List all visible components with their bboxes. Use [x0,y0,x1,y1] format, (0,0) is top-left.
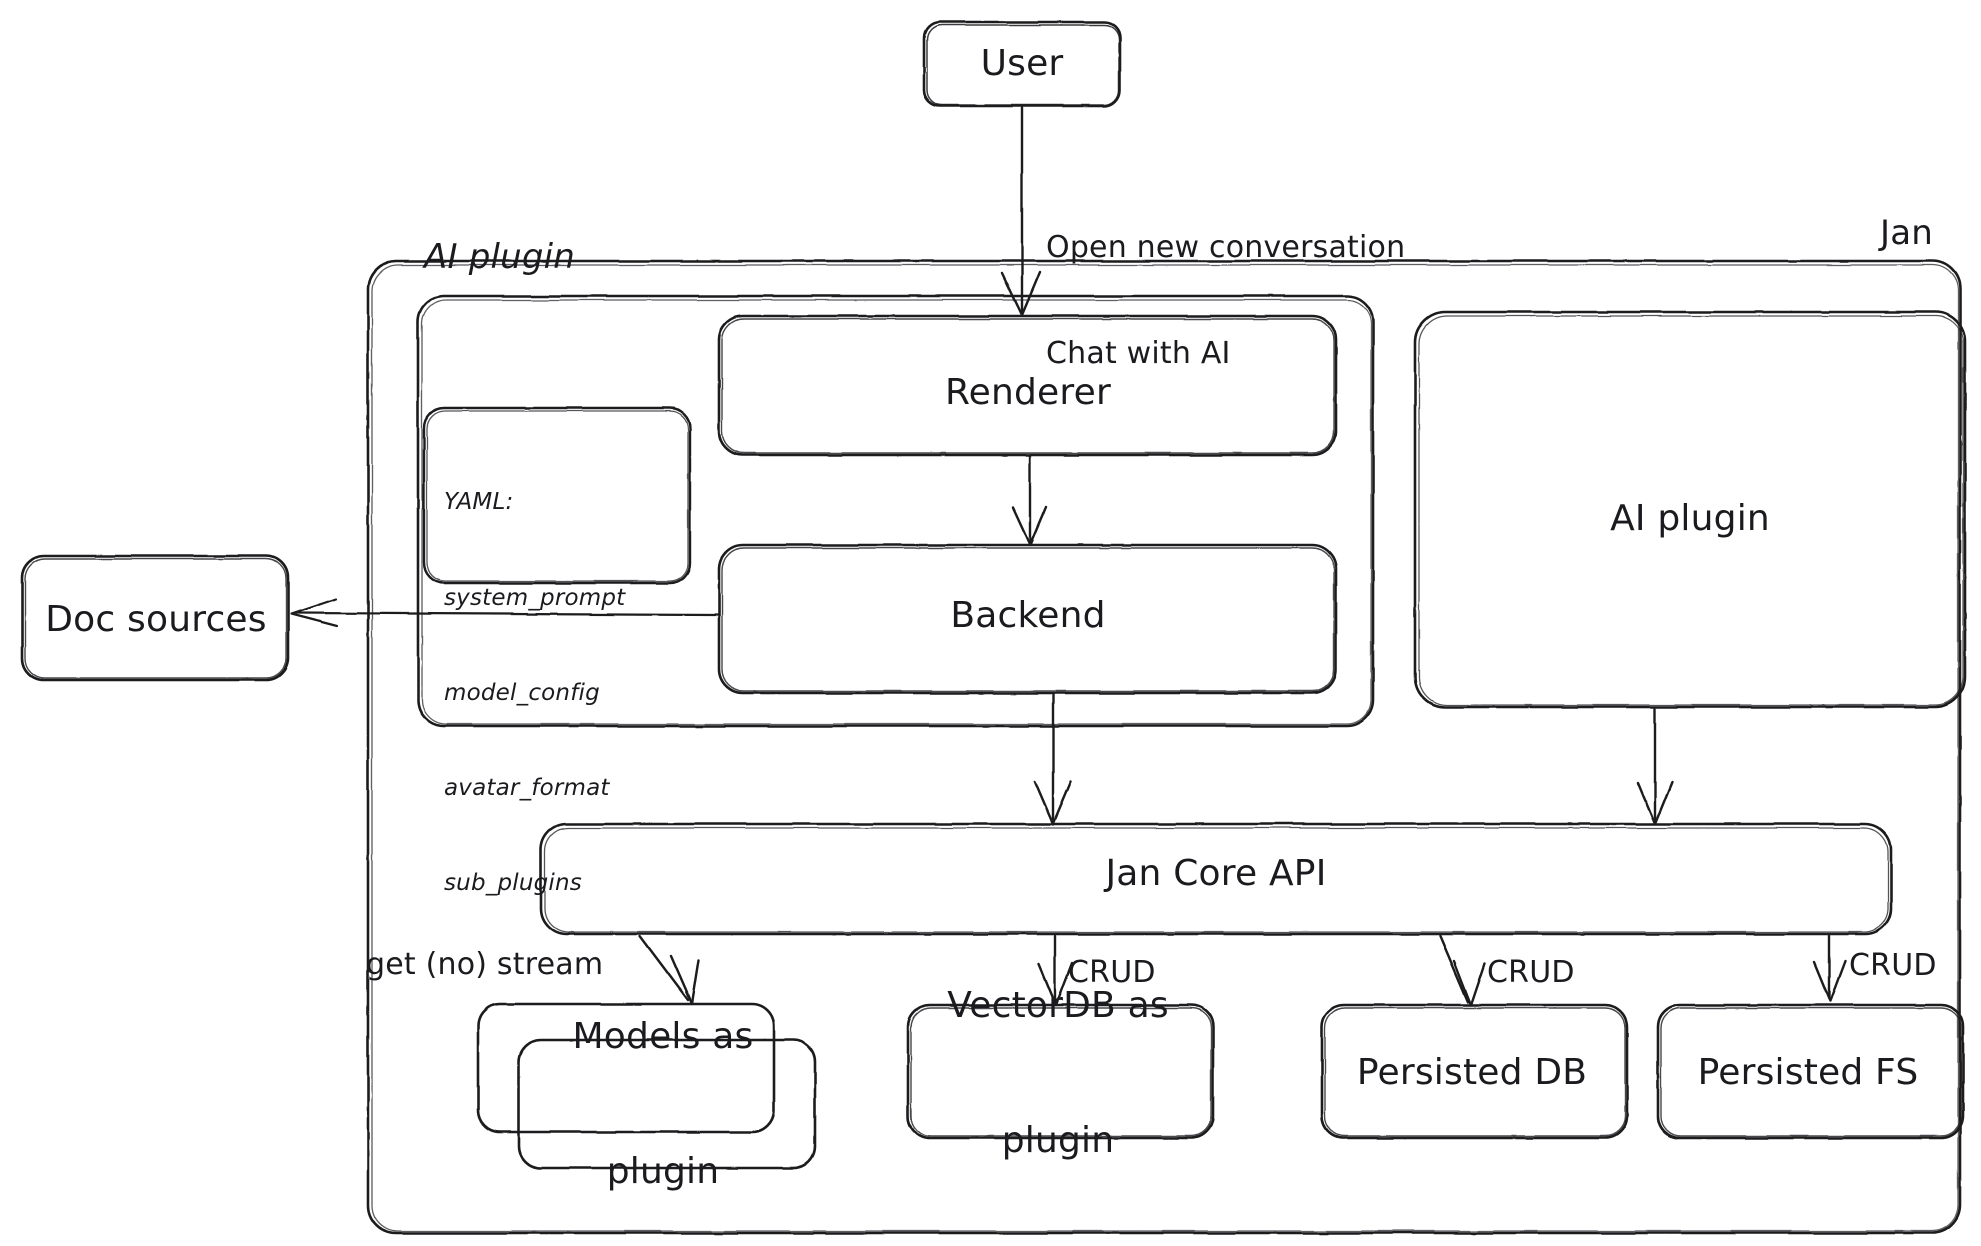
node-renderer-label: Renderer [945,371,1111,413]
node-user-shape [922,20,1122,108]
edge-user-line-2: Chat with AI [1046,335,1231,371]
edge-core-to-persisted-fs [1812,934,1847,1003]
node-ai-plugin-group-shape [416,294,1375,728]
edge-core-to-models [638,934,701,1006]
edge-user-to-renderer [1000,106,1042,317]
node-models-as-plugin-shape [476,1002,817,1170]
edge-backend-to-doc-sources [289,597,720,628]
node-yaml-note-text: YAML: system_prompt model_config avatar_… [444,424,625,963]
edge-core-to-vectordb-label: CRUD [1068,955,1156,990]
node-renderer-shape [717,314,1338,457]
vectordb-label-line-1: VectorDB as [947,985,1169,1026]
edge-core-to-persisted-fs-label: CRUD [1849,948,1937,983]
node-ai-plugin-box-shape [1413,310,1967,709]
yaml-line-0: YAML: [444,489,514,516]
node-persisted-fs-shape [1656,1003,1965,1140]
edge-backend-to-core [1033,693,1073,826]
node-jan-core-api-label: Jan Core API [1105,852,1327,894]
node-user-label: User [980,42,1064,84]
node-vectordb-as-plugin-label: VectorDB as plugin [947,893,1169,1246]
edge-user-line-1: Open new conversation [1046,229,1406,265]
node-backend-label: Backend [950,594,1106,636]
yaml-line-2: model_config [444,679,600,706]
node-backend-shape [717,543,1338,695]
node-doc-sources-shape [20,554,290,682]
node-persisted-fs-label: Persisted FS [1697,1051,1919,1093]
node-jan-core-api-shape [539,822,1893,936]
node-jan-container-label: Jan [1880,213,1934,253]
yaml-line-1: system_prompt [444,584,626,611]
models-label-line-1: Models as [572,1016,754,1057]
node-persisted-db-shape [1320,1003,1629,1140]
models-label-line-2: plugin [606,1151,720,1192]
node-persisted-db-label: Persisted DB [1356,1051,1588,1093]
node-ai-plugin-group-label: AI plugin [424,237,576,277]
node-jan-container-shape [366,259,1962,1235]
edge-core-to-persisted-db [1438,934,1487,1007]
edge-core-to-vectordb [1037,934,1074,1007]
node-yaml-note-shape [422,406,692,585]
edge-ai-plugin-to-core [1636,707,1674,826]
yaml-line-4: sub_plugins [444,870,582,897]
node-ai-plugin-box-label: AI plugin [1610,497,1770,539]
edge-core-to-persisted-db-label: CRUD [1487,955,1575,990]
node-models-as-plugin-label: Models as plugin [573,924,754,1246]
node-vectordb-as-plugin-shape [906,1003,1215,1140]
edge-renderer-to-backend [1011,454,1048,547]
edge-core-to-models-label: get (no) stream [366,947,604,982]
yaml-line-3: avatar_format [444,775,610,802]
edge-user-to-renderer-label: Open new conversation Chat with AI [1046,159,1405,442]
node-doc-sources-label: Doc sources [45,598,267,640]
vectordb-label-line-2: plugin [1001,1120,1115,1161]
